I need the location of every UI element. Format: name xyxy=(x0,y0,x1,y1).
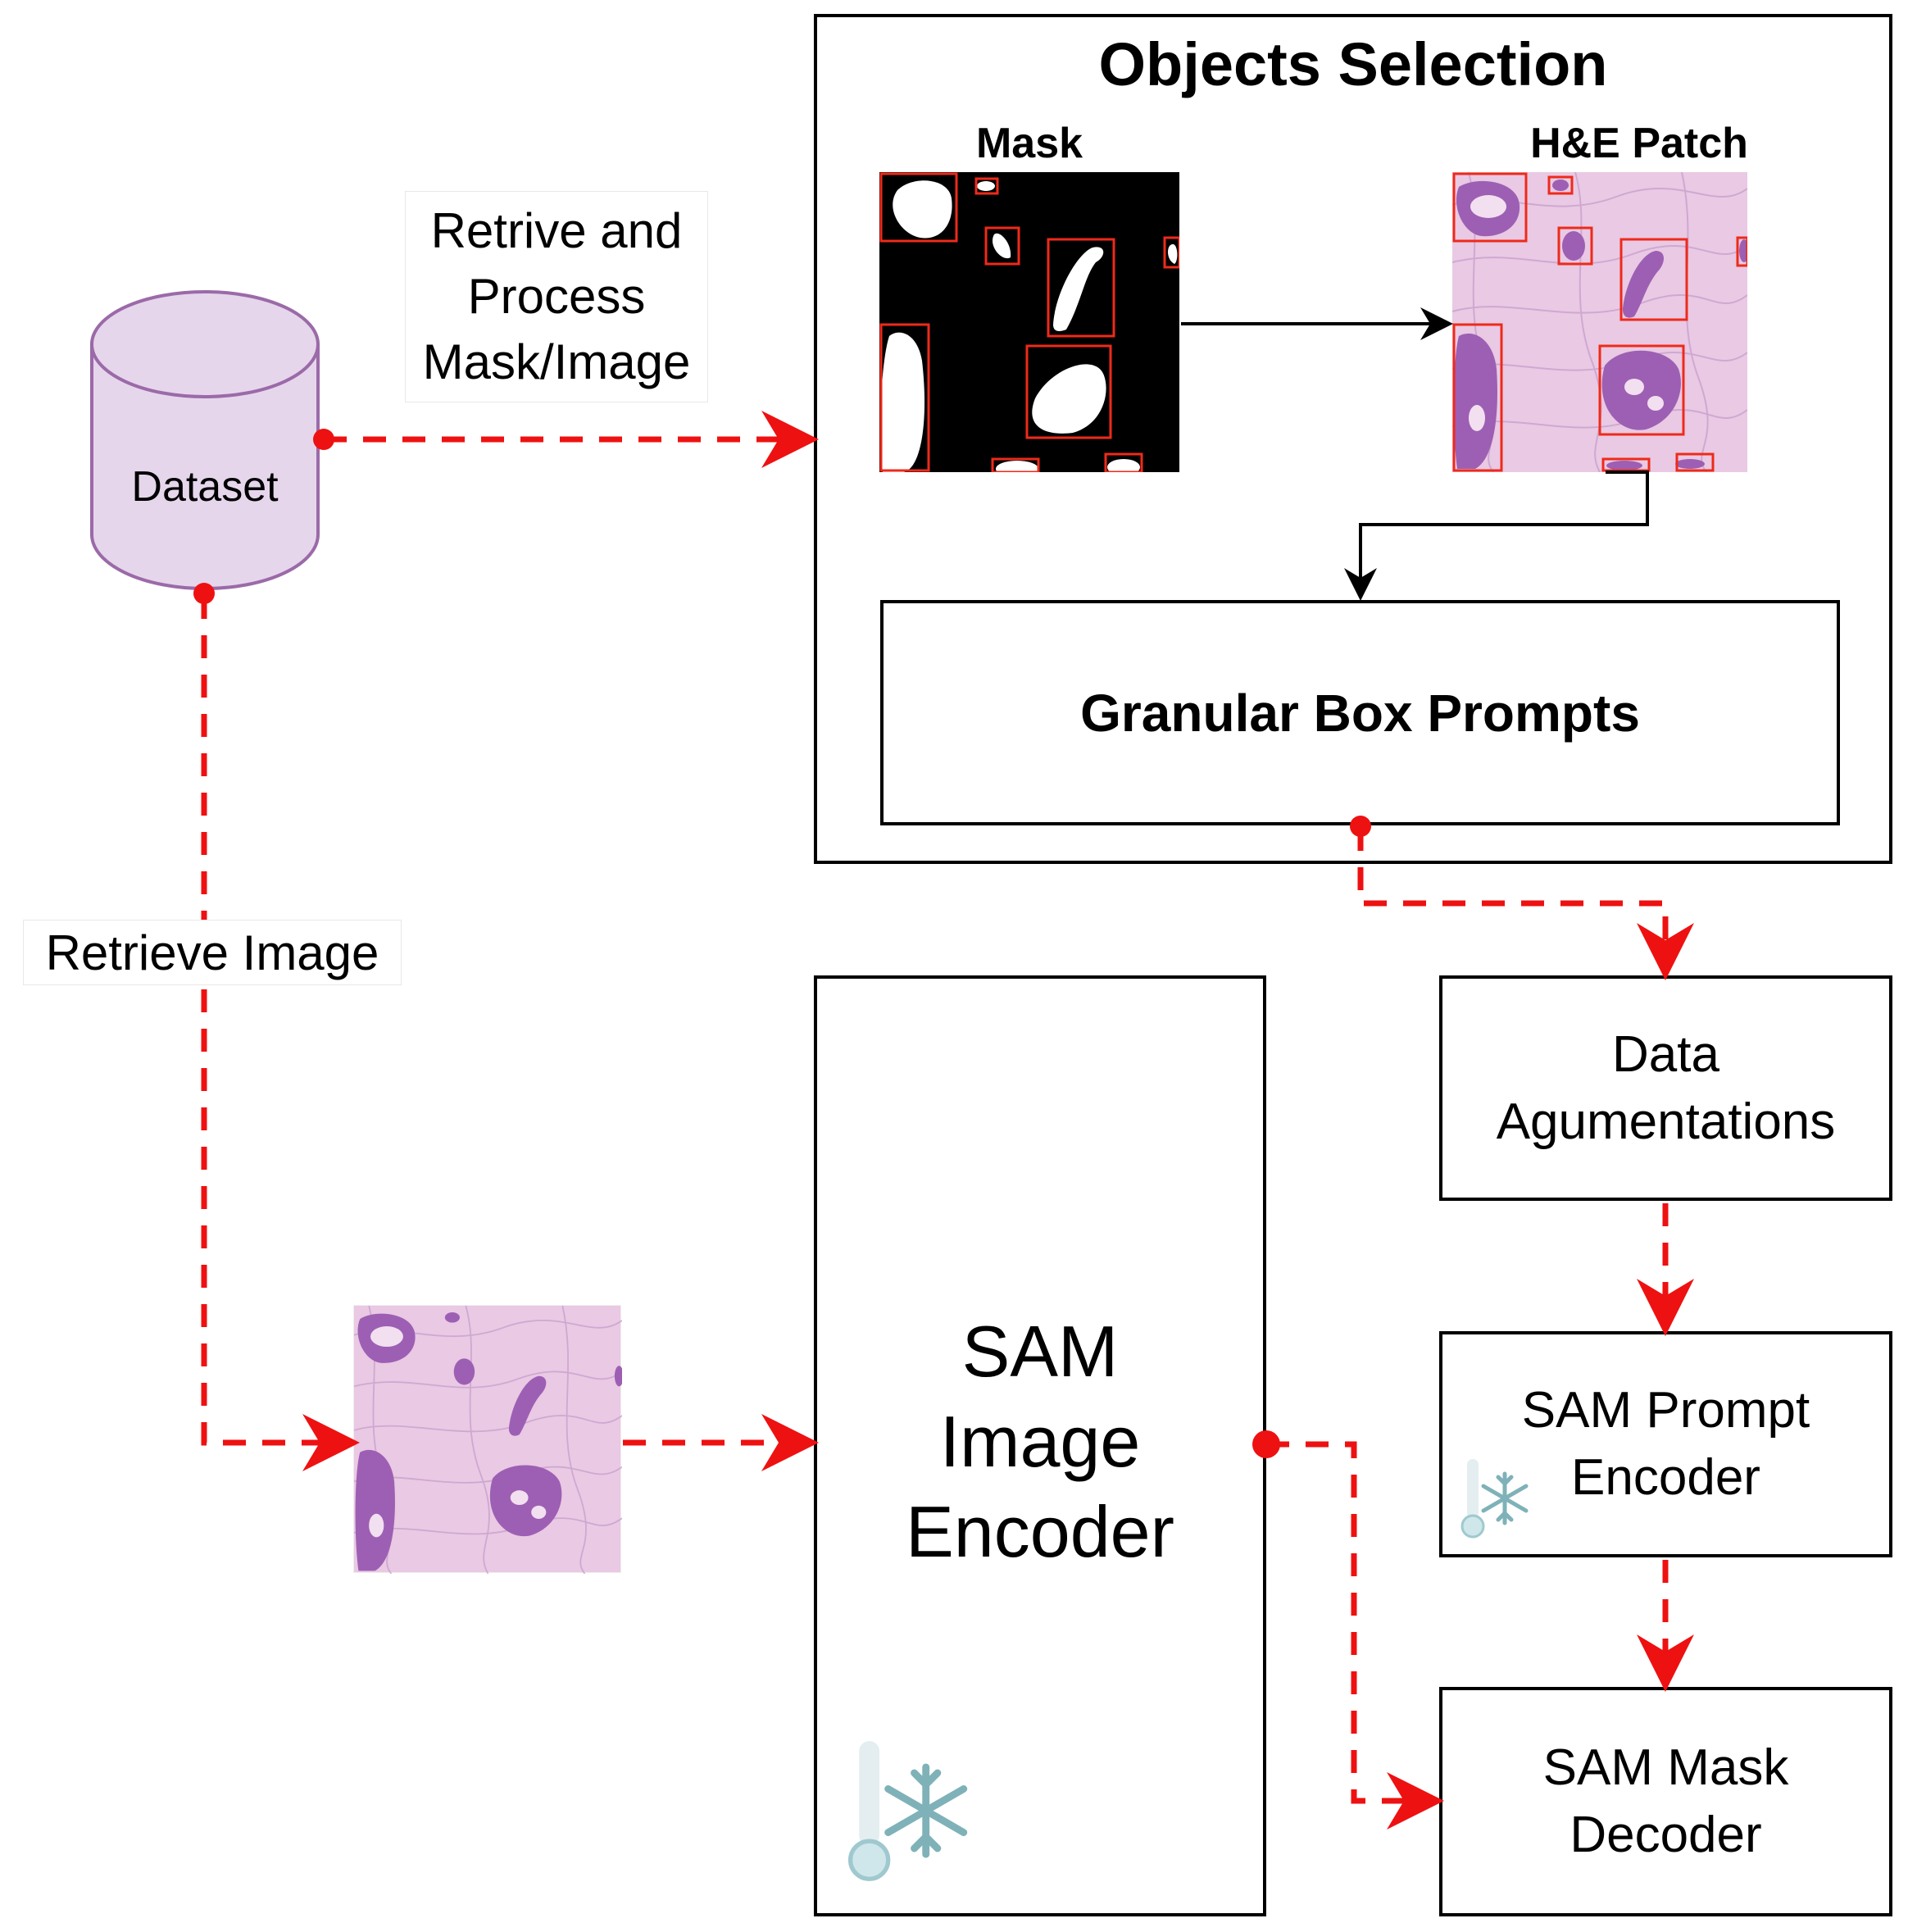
sam-image-encoder-line-1: SAM xyxy=(961,1311,1119,1392)
sam-mask-decoder-line-1: SAM Mask xyxy=(1542,1739,1789,1796)
mask-label: Mask xyxy=(975,120,1083,167)
retrieve-image-label: Retrieve Image xyxy=(23,920,402,985)
data-augmentations-node[interactable]: Data Agumentations xyxy=(1439,975,1892,1201)
retrieve-process-line-2: Process xyxy=(467,269,646,324)
data-augmentations-line-1: Data xyxy=(1612,1025,1719,1083)
dataset-to-image-edge xyxy=(201,596,360,1471)
objects-selection-title: Objects Selection xyxy=(1098,30,1608,98)
sam-image-encoder-line-2: Image xyxy=(939,1401,1141,1482)
dataset-label: Dataset xyxy=(131,463,279,511)
dataset-node[interactable]: Dataset xyxy=(89,289,321,592)
frozen-icon xyxy=(847,1741,968,1881)
data-augmentations-line-2: Agumentations xyxy=(1496,1093,1836,1150)
sam-prompt-encoder-node[interactable]: SAM Prompt Encoder xyxy=(1439,1331,1892,1557)
granular-box-prompts-label: Granular Box Prompts xyxy=(1080,683,1640,743)
he-patch-label: H&E Patch xyxy=(1530,120,1748,167)
retrieve-process-label: Retrive and Process Mask/Image xyxy=(405,191,708,402)
sam-prompt-encoder-line-1: SAM Prompt xyxy=(1521,1382,1810,1439)
retrieve-process-line-3: Mask/Image xyxy=(422,334,691,389)
sam-mask-decoder-node[interactable]: SAM Mask Decoder xyxy=(1439,1687,1892,1916)
retrieve-process-line-1: Retrive and xyxy=(430,203,683,258)
granular-box-prompts-node[interactable]: Granular Box Prompts xyxy=(880,600,1840,825)
frozen-icon xyxy=(1460,1459,1529,1539)
mask-image xyxy=(879,172,1181,477)
sam-mask-decoder-line-2: Decoder xyxy=(1569,1807,1762,1863)
retrieved-image xyxy=(353,1305,624,1575)
he-patch-image xyxy=(1451,171,1749,473)
sam-image-encoder-node[interactable]: SAM Image Encoder xyxy=(814,975,1266,1916)
sam-image-encoder-line-3: Encoder xyxy=(906,1491,1174,1572)
retrieve-image-label-text: Retrieve Image xyxy=(45,925,379,980)
image-encoder-to-decoder-edge xyxy=(1266,1441,1444,1830)
sam-prompt-encoder-line-2: Encoder xyxy=(1571,1449,1760,1506)
dataset-cylinder-icon xyxy=(90,290,320,590)
